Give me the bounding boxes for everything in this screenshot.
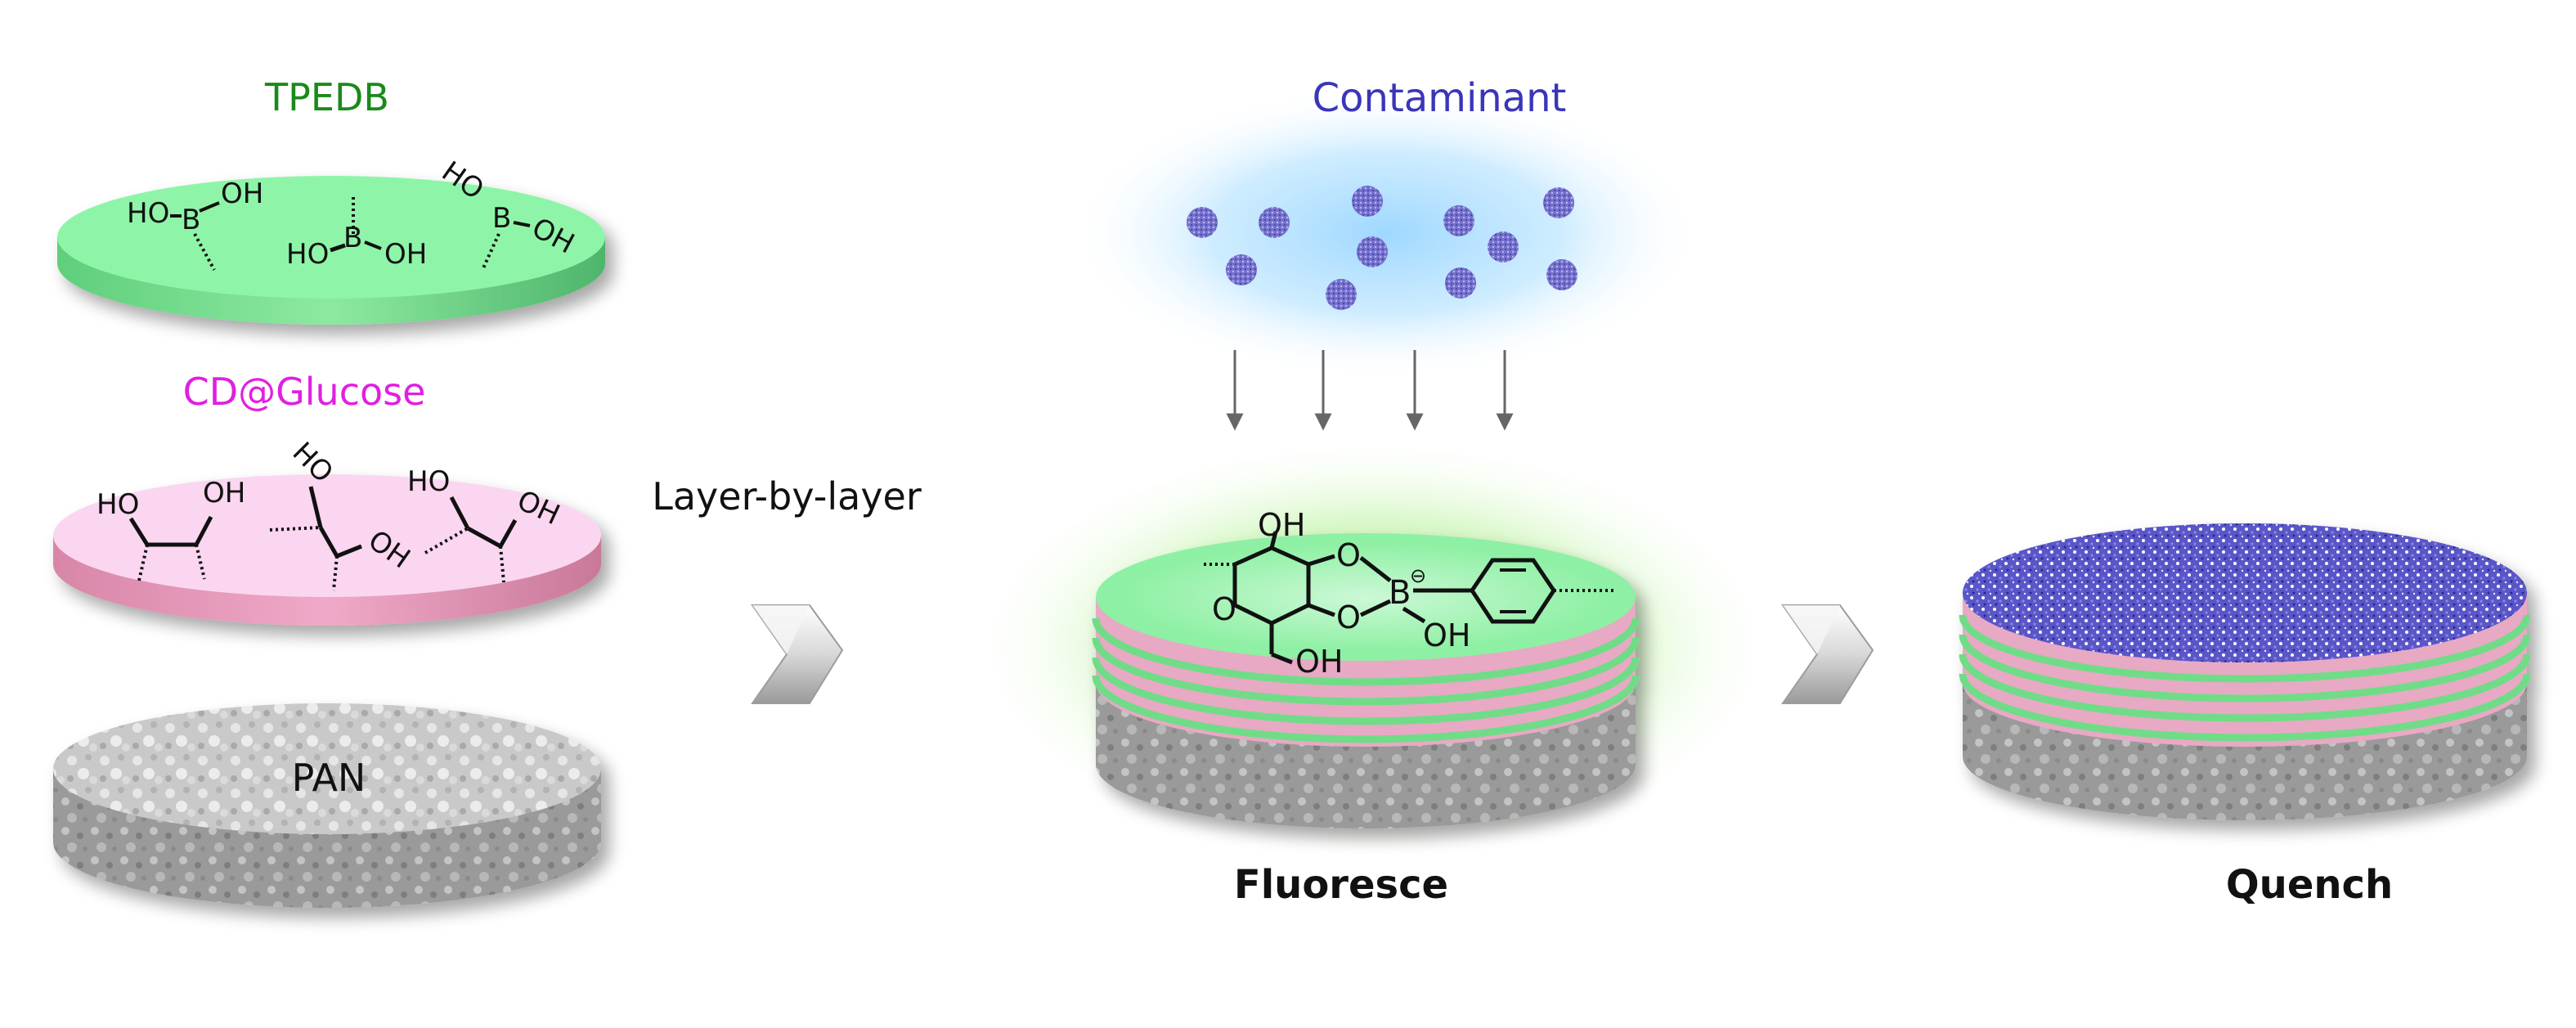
svg-text:O: O [1212, 591, 1236, 627]
contaminant-particle [1443, 205, 1474, 236]
svg-text:B: B [492, 202, 511, 235]
pan-substrate-disk [53, 703, 601, 908]
svg-text:O: O [1336, 599, 1361, 635]
contaminant-particle [1352, 186, 1383, 217]
svg-text:OH: OH [221, 177, 263, 210]
contaminant-label: Contaminant [1312, 75, 1567, 121]
svg-text:HO: HO [96, 488, 139, 521]
fluoresce-label: Fluoresce [1233, 862, 1449, 908]
contaminant-particles [1187, 186, 1577, 310]
contaminant-particle [1226, 254, 1257, 285]
quench-arrow [1781, 604, 1874, 704]
svg-text:OH: OH [384, 238, 427, 271]
contaminant-particle [1546, 259, 1577, 290]
svg-text:B: B [343, 222, 362, 254]
pan-label: PAN [291, 756, 366, 800]
fluorescent-multilayer-disk [1092, 533, 1640, 828]
contaminant-particle [1357, 236, 1388, 267]
boronate-ester-structure: OH O OH O O B ⊖ OH [1204, 507, 1615, 680]
svg-text:OH: OH [1258, 507, 1305, 543]
contaminant-cloud [1067, 86, 1705, 380]
cd-glucose-label: CD@Glucose [182, 370, 426, 414]
contaminant-particle [1187, 207, 1218, 238]
svg-text:HO: HO [127, 197, 169, 230]
svg-text:OH: OH [203, 477, 245, 510]
contaminant-particle [1326, 279, 1357, 310]
svg-text:OH: OH [1423, 617, 1470, 653]
svg-text:⊖: ⊖ [1410, 564, 1426, 587]
tpedb-label: TPEDB [265, 75, 389, 119]
contaminant-particle [1488, 231, 1519, 263]
svg-text:HO: HO [407, 465, 450, 498]
contaminant-particle [1445, 267, 1476, 299]
svg-text:O: O [1336, 537, 1361, 573]
quench-label: Quench [2225, 862, 2394, 908]
contaminant-down-arrows [1226, 350, 1514, 431]
layer-by-layer-label: Layer-by-layer [652, 474, 922, 518]
layer-by-layer-arrow [751, 604, 844, 704]
tpedb-layer-disk [57, 176, 605, 325]
svg-text:B: B [182, 204, 200, 236]
quenched-multilayer-disk [1959, 523, 2531, 820]
contaminant-particle [1259, 207, 1290, 238]
svg-text:OH: OH [1295, 644, 1343, 680]
svg-text:B: B [1389, 574, 1411, 612]
contaminant-particle [1543, 187, 1574, 218]
svg-text:HO: HO [286, 238, 329, 271]
